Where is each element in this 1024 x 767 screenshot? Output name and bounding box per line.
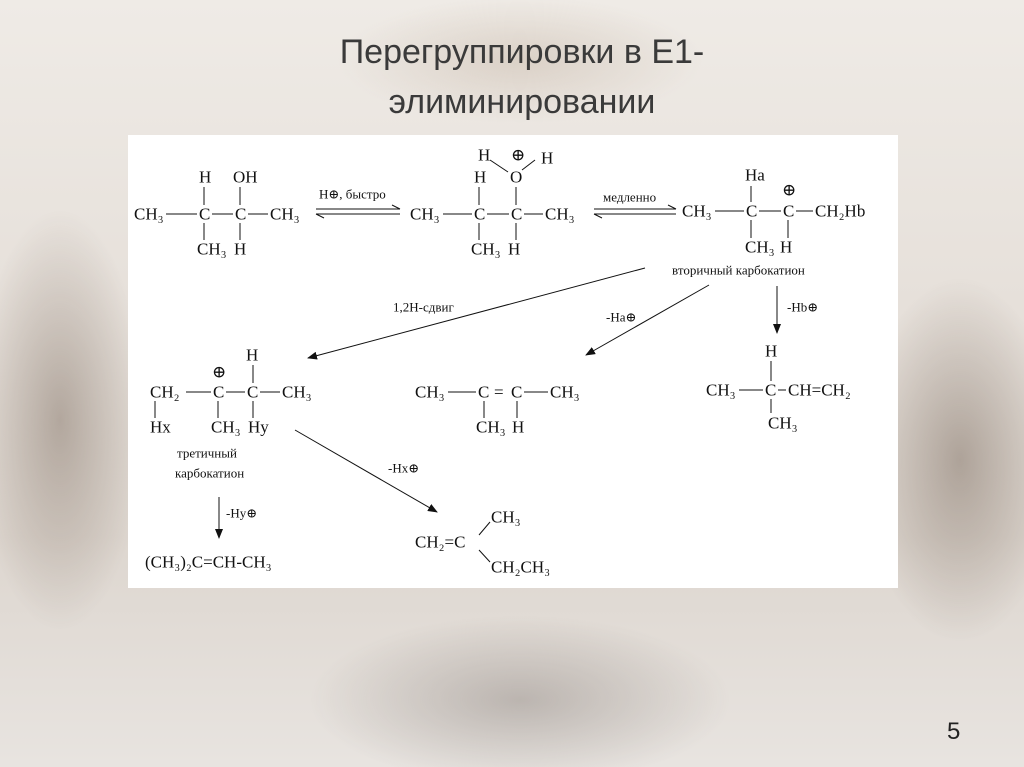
molecule-oxonium: CH₃ C C CH₃ H O H ⊕ H CH₃ H	[410, 146, 575, 259]
atom: H	[234, 240, 246, 259]
atom: C	[746, 202, 757, 221]
atom: C	[511, 205, 522, 224]
atom: CH₂=C	[415, 533, 465, 552]
elimination-hy-label: -Hy⊕	[226, 506, 257, 521]
molecule-3-methyl-1-butene: H CH₃ C CH=CH₂ CH₃	[706, 342, 851, 433]
tertiary-carbocation-caption-2: карбокатион	[175, 466, 244, 481]
arrow-label-fast: H⊕, быстро	[319, 187, 386, 202]
atom: CH₃	[134, 205, 164, 224]
molecule-2-methyl-1-butene: CH₃ CH₂=C CH₂CH₃	[415, 508, 550, 577]
atom: C	[765, 381, 776, 400]
atom: CH₃	[410, 205, 440, 224]
equilibrium-arrow-1: H⊕, быстро	[315, 187, 401, 219]
atom: H	[780, 238, 792, 257]
page-number: 5	[947, 718, 961, 745]
positive-charge: ⊕	[212, 363, 226, 382]
atom: CH=CH₂	[788, 381, 851, 400]
atom: C	[783, 202, 794, 221]
atom: H	[508, 240, 520, 259]
atom: CH₃	[706, 381, 736, 400]
product-2-methyl-2-butene: (CH₃)₂C=CH-CH₃	[145, 553, 272, 572]
atom: CH₃	[415, 383, 445, 402]
hydride-shift-label: 1,2H-сдвиг	[393, 300, 454, 315]
slide-title-line2: элиминировании	[388, 83, 656, 121]
molecule-tertiary-carbocation: H ⊕ CH₂ C C CH₃ Hx CH₃ Hy третичный карб…	[150, 346, 312, 481]
atom: H	[199, 168, 211, 187]
atom: C	[247, 383, 258, 402]
atom: H	[246, 346, 258, 365]
atom: CH₃	[270, 205, 300, 224]
atom: Hy	[248, 418, 269, 437]
atom: H	[765, 342, 777, 361]
tertiary-carbocation-caption-1: третичный	[177, 446, 237, 461]
positive-charge: ⊕	[511, 146, 525, 165]
atom: CH₂	[150, 383, 180, 402]
atom: H	[474, 168, 486, 187]
arrow-label-slow: медленно	[603, 190, 656, 205]
atom: CH₂Hb	[815, 202, 865, 221]
atom: H	[478, 146, 490, 165]
atom: CH₂CH₃	[491, 558, 550, 577]
atom: C	[478, 383, 489, 402]
atom: CH₃	[745, 238, 775, 257]
atom: CH₃	[550, 383, 580, 402]
atom: Hx	[150, 418, 171, 437]
molecule-secondary-carbocation: CH₃ C C CH₂Hb Ha ⊕ CH₃ H вторичный карбо…	[672, 166, 865, 278]
atom: OH	[233, 168, 258, 187]
atom: C	[199, 205, 210, 224]
atom: CH₃	[211, 418, 241, 437]
atom: CH₃	[545, 205, 575, 224]
atom: C	[235, 205, 246, 224]
atom: Ha	[745, 166, 765, 185]
equilibrium-arrow-2: медленно	[593, 190, 677, 219]
atom: CH₃	[476, 418, 506, 437]
atom: CH₃	[768, 414, 798, 433]
atom: CH₃	[282, 383, 312, 402]
atom: O	[510, 168, 522, 187]
atom: H	[541, 149, 553, 168]
elimination-hb-label: -Hb⊕	[787, 300, 818, 315]
atom: CH₃	[197, 240, 227, 259]
molecule-alcohol: CH₃ C C CH₃ H OH CH₃ H	[134, 168, 300, 259]
slide-title-line1: Перегруппировки в Е1-	[339, 33, 705, 71]
atom: CH₃	[491, 508, 521, 527]
atom: C	[511, 383, 522, 402]
elimination-ha-arrow	[585, 284, 710, 356]
molecule-2-methyl-2-butene-a: CH₃ C = C CH₃ CH₃ H	[415, 383, 580, 437]
elimination-ha-label: -Ha⊕	[606, 310, 636, 325]
positive-charge: ⊕	[782, 181, 796, 200]
double-bond: =	[494, 383, 504, 402]
atom: H	[512, 418, 524, 437]
hydride-shift-arrow	[307, 267, 646, 360]
elimination-hx-arrow	[294, 429, 438, 513]
atom: C	[474, 205, 485, 224]
atom: CH₃	[471, 240, 501, 259]
secondary-carbocation-caption: вторичный карбокатион	[672, 263, 805, 278]
atom: CH₃	[682, 202, 712, 221]
atom: C	[213, 383, 224, 402]
elimination-hx-label: -Hx⊕	[388, 461, 419, 476]
